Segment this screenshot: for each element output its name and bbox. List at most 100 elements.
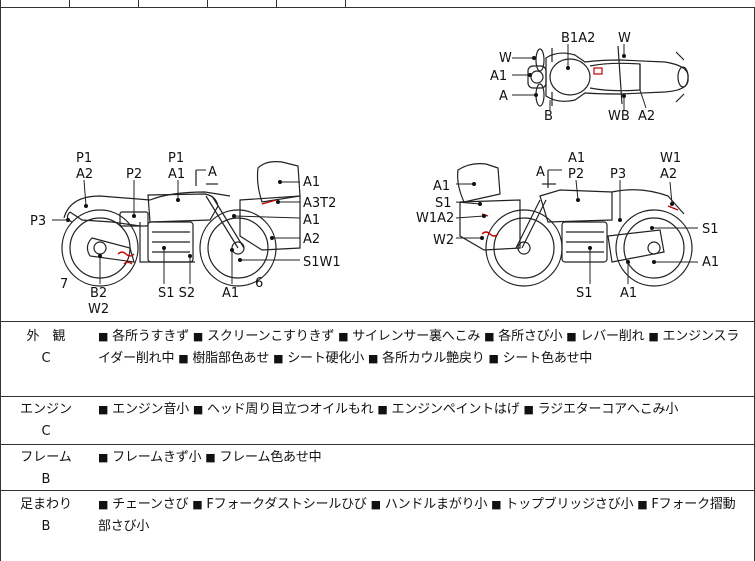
label-right-a1-right: A1 [702,255,719,270]
condition-item: 各所カウル艶戻り [382,351,485,366]
table-border [0,7,1,561]
label-top-wb: WB [608,109,630,124]
grade-label: B [41,519,51,534]
condition-item: フレーム色あせ中 [219,450,322,465]
section-chassis-category: 足まわり B [0,494,92,538]
row-divider [0,321,755,322]
bullet-icon: ■ [484,330,495,343]
label-left-a1: A1 [168,167,185,182]
label-top-b-bottom: B [544,109,553,124]
label-top-a-left: A [499,89,508,104]
bullet-icon: ■ [98,403,109,416]
condition-item: 各所うすきず [112,329,189,344]
label-right-s1-bottom: S1 [576,286,593,301]
top-row-divider [276,0,277,8]
label-left-a2: A2 [76,167,93,182]
label-right-a-mirror: A [536,165,545,180]
label-left-a1-cover: A1 [303,213,320,228]
category-label: 足まわり [19,497,72,512]
label-right-s1: S1 [435,196,452,211]
label-left-p1-b: P1 [168,151,184,166]
label-left-p3: P3 [30,214,46,229]
section-engine-items: ■ エンジン音小 ■ ヘッド周り目立つオイルもれ ■ エンジンペイントはげ ■ … [98,399,748,421]
bullet-icon: ■ [338,330,349,343]
label-top-b1a2: B1A2 [561,31,595,46]
grade-label: C [41,424,51,439]
bullet-icon: ■ [98,330,109,343]
label-top-a2: A2 [638,109,655,124]
condition-item: Fフォーク摺動部さび小 [98,497,736,534]
damage-diagram: W A1 A B B1A2 W WB A2 P1 A2 P2 P1 A1 A A… [30,31,719,317]
label-right-w1a2: W1A2 [416,211,454,226]
label-top-a1-left: A1 [490,69,507,84]
label-right-s1-right: S1 [702,222,719,237]
label-right-a1-screen: A1 [433,179,450,194]
label-left-6: 6 [255,276,263,291]
grade-label: C [41,351,51,366]
label-right-a2: A2 [660,167,677,182]
label-right-w2: W2 [433,233,454,248]
condition-item: 樹脂部色あせ [192,351,270,366]
condition-item: エンジンスライダー削れ中 [98,329,740,366]
section-chassis-items: ■ チェーンさび ■ Fフォークダストシールひび ■ ハンドルまがり小 ■ トッ… [98,494,748,538]
condition-item: エンジン音小 [112,402,189,417]
label-left-s1s2: S1 S2 [158,286,195,301]
bullet-icon: ■ [192,498,203,511]
condition-item: トップブリッジさび小 [505,497,634,512]
section-frame-items: ■ フレームきず小 ■ フレーム色あせ中 [98,447,748,469]
top-row-divider [138,0,139,8]
bullet-icon: ■ [178,352,189,365]
section-frame-category: フレーム B [0,447,92,491]
label-left-s1w1: S1W1 [303,255,341,270]
bullet-icon: ■ [273,352,284,365]
bullet-icon: ■ [98,451,109,464]
condition-item: エンジンペイントはげ [391,402,520,417]
condition-item: シート色あせ中 [502,351,593,366]
category-label: エンジン [19,402,72,417]
label-right-p3: P3 [610,167,626,182]
condition-item: ヘッド周り目立つオイルもれ [207,402,374,417]
condition-item: スクリーンこすりきず [207,329,335,344]
row-divider [0,396,755,397]
grade-label: B [41,472,51,487]
label-top-w-right: W [618,31,631,46]
section-exterior-items: ■ 各所うすきず ■ スクリーンこすりきず ■ サイレンサー裏へこみ ■ 各所さ… [98,326,748,370]
label-left-w2: W2 [88,302,109,317]
label-left-a2-cover: A2 [303,232,320,247]
label-left-p1: P1 [76,151,92,166]
bullet-icon: ■ [377,403,388,416]
label-left-a-mirror: A [208,165,217,180]
label-left-a1-bottom: A1 [222,286,239,301]
condition-item: チェーンさび [112,497,189,512]
bullet-icon: ■ [523,403,534,416]
bullet-icon: ■ [370,498,381,511]
label-right-a1-top: A1 [568,151,585,166]
bullet-icon: ■ [637,498,648,511]
bullet-icon: ■ [491,498,502,511]
bullet-icon: ■ [192,330,204,343]
bullet-icon: ■ [488,352,499,365]
label-right-w1: W1 [660,151,681,166]
label-left-a3t2: A3T2 [303,196,336,211]
row-divider [0,444,755,445]
bullet-icon: ■ [368,352,379,365]
motorcycle-right-side-view [457,163,693,287]
label-right-p2: P2 [568,167,584,182]
top-row-divider [0,0,1,8]
bullet-icon: ■ [192,403,204,416]
label-left-a1-screen: A1 [303,175,320,190]
condition-item: レバー削れ [580,329,645,344]
section-exterior-category: 外 観 C [0,326,92,370]
condition-item: ラジエターコアへこみ小 [537,402,679,417]
label-top-w-left: W [499,51,512,66]
bullet-icon: ■ [648,330,659,343]
bullet-icon: ■ [205,451,216,464]
row-divider [0,490,755,491]
bullet-icon: ■ [566,330,577,343]
label-left-p2: P2 [126,167,142,182]
label-right-a1-bottom: A1 [620,286,637,301]
condition-item: サイレンサー裏へこみ [352,329,481,344]
table-border [0,7,755,8]
condition-item: ハンドルまがり小 [384,497,488,512]
